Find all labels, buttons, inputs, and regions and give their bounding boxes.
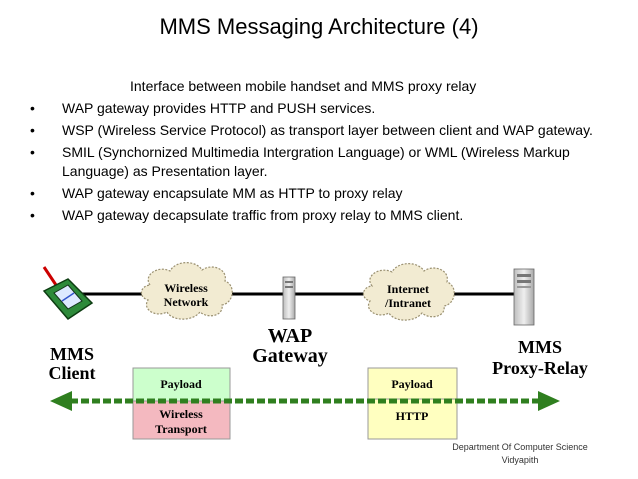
slide-title: MMS Messaging Architecture (4) <box>159 14 479 39</box>
bullet-item: SMIL (Synchornized Multimedia Intergrati… <box>30 143 605 181</box>
bullet-item: WAP gateway provides HTTP and PUSH servi… <box>30 99 605 118</box>
footer-line-1: Department Of Computer Science <box>452 442 588 452</box>
bullet-item: WSP (Wireless Service Protocol) as trans… <box>30 121 605 140</box>
wap-gateway-label-line2: Gateway <box>252 345 328 367</box>
gateway-protocol-stack: Payload HTTP <box>367 367 458 440</box>
wireless-cloud-line2: Network <box>164 295 209 309</box>
mms-relay-label-line2: Proxy-Relay <box>492 358 588 378</box>
internet-cloud-line1: Internet <box>387 282 429 296</box>
slide-subtitle: Interface between mobile handset and MMS… <box>130 78 477 94</box>
bidirectional-arrow-icon <box>50 391 560 411</box>
http-text: HTTP <box>396 409 429 423</box>
mms-relay-label-line1: MMS <box>518 337 562 357</box>
mms-client-label-line1: MMS <box>50 344 94 364</box>
wireless-transport-line1: Wireless <box>159 407 203 421</box>
wap-gateway-server-icon <box>282 276 296 320</box>
wireless-network-cloud: Wireless Network <box>140 262 233 320</box>
footer-line-2: Vidyapith <box>501 455 539 465</box>
wireless-cloud-line1: Wireless <box>164 281 208 295</box>
internet-cloud-line2: /Intranet <box>384 296 431 310</box>
footer: Department Of Computer Science Vidyapith <box>425 441 615 467</box>
mms-client-label-line2: Client <box>49 363 96 383</box>
right-payload-text: Payload <box>391 377 433 391</box>
internet-intranet-cloud: Internet /Intranet <box>362 263 455 321</box>
wap-gateway-label-line1: WAP <box>268 325 312 347</box>
wireless-transport-box <box>132 400 231 440</box>
wireless-transport-line2: Transport <box>155 422 207 436</box>
left-payload-text: Payload <box>160 377 202 391</box>
bullet-item: WAP gateway decapsulate traffic from pro… <box>30 206 605 225</box>
proxy-relay-server-icon <box>513 268 535 326</box>
bullet-list: WAP gateway provides HTTP and PUSH servi… <box>30 99 605 228</box>
architecture-diagram: Wireless Network Internet /Intranet WAP … <box>42 262 588 440</box>
handset-icon <box>42 266 94 320</box>
bullet-item: WAP gateway encapsulate MM as HTTP to pr… <box>30 184 605 203</box>
